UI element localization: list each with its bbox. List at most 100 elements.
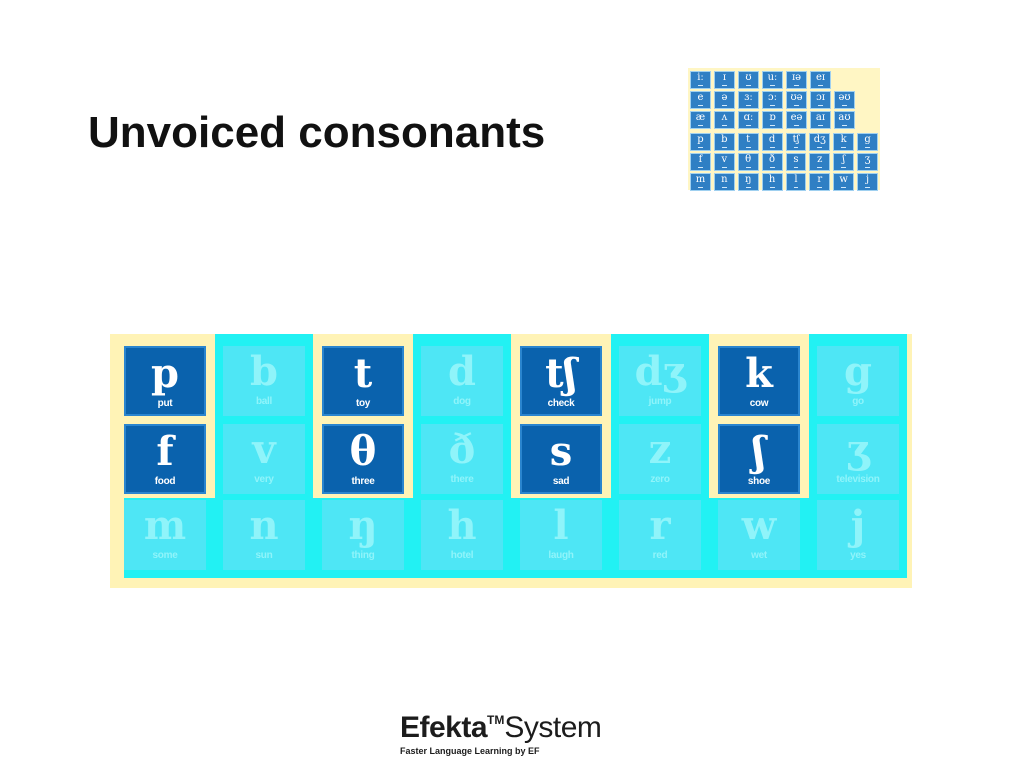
- mini-chart-cell: ɔɪ: [810, 91, 831, 109]
- example-word: ball: [255, 396, 273, 407]
- phoneme-symbol: l: [553, 502, 569, 549]
- example-word: check: [547, 398, 575, 409]
- example-word: jump: [648, 396, 672, 407]
- phoneme-symbol: tʃ: [545, 350, 577, 397]
- mini-chart-cell: r: [809, 173, 831, 191]
- example-word: food: [154, 476, 176, 487]
- mini-chart-cell: ʊ: [738, 71, 759, 89]
- example-word: shoe: [747, 476, 771, 487]
- mini-chart-cell: t: [737, 133, 759, 151]
- example-word: put: [157, 398, 173, 409]
- mini-chart-cell: ɜː: [738, 91, 759, 109]
- mini-chart-cell: ʃ: [833, 153, 855, 171]
- example-word: laugh: [548, 550, 574, 561]
- phoneme-symbol: r: [649, 502, 671, 549]
- mini-chart-cell: ɑː: [738, 111, 759, 129]
- mini-chart-cell: ŋ: [737, 173, 759, 191]
- example-word: hotel: [450, 550, 474, 561]
- mini-chart-cell: l: [785, 173, 807, 191]
- phoneme-symbol: t: [353, 350, 373, 397]
- phoneme-symbol: b: [250, 348, 278, 395]
- mini-chart-cell: v: [713, 153, 735, 171]
- example-word: zero: [650, 474, 670, 485]
- example-word: there: [450, 474, 474, 485]
- mini-chart-cell: əʊ: [834, 91, 855, 109]
- phoneme-symbol: ð: [448, 426, 476, 473]
- mini-chart-cell: ʊə: [786, 91, 807, 109]
- phoneme-symbol: s: [549, 428, 573, 475]
- phoneme-symbol: z: [648, 426, 672, 473]
- mini-chart-cell: p: [690, 133, 711, 151]
- mini-chart-cell: m: [690, 173, 711, 191]
- mini-chart-cell: j: [857, 173, 878, 191]
- mini-chart-cell: æ: [690, 111, 711, 129]
- phoneme-symbol: p: [151, 350, 179, 397]
- mini-chart-cell: ɒ: [762, 111, 783, 129]
- phoneme-symbol: ŋ: [348, 502, 378, 549]
- mini-chart-cell: aʊ: [834, 111, 855, 129]
- example-word: toy: [355, 398, 371, 409]
- mini-chart-cell: tʃ: [785, 133, 807, 151]
- mini-chart-cell: iː: [690, 71, 711, 89]
- mini-chart-cell: b: [713, 133, 735, 151]
- example-word: sun: [255, 550, 273, 561]
- phoneme-symbol: g: [844, 348, 872, 395]
- mini-chart-cell: e: [690, 91, 711, 109]
- example-word: wet: [751, 550, 767, 561]
- mini-chart-cell: n: [713, 173, 735, 191]
- mini-chart-cell: ð: [761, 153, 783, 171]
- mini-chart-cell: k: [833, 133, 855, 151]
- mini-chart-cell: h: [761, 173, 783, 191]
- phoneme-symbol: ʒ: [846, 426, 870, 473]
- mini-chart-cell: ʌ: [714, 111, 735, 129]
- mini-chart-cell: θ: [737, 153, 759, 171]
- phoneme-symbol: n: [249, 502, 279, 549]
- example-word: sad: [552, 476, 570, 487]
- slide-title: Unvoiced consonants: [88, 108, 546, 157]
- phoneme-symbol: d: [448, 348, 476, 395]
- mini-chart-cell: aɪ: [810, 111, 831, 129]
- mini-chart-cell: ɪ: [714, 71, 735, 89]
- example-word: very: [254, 474, 274, 485]
- mini-chart-cell: g: [857, 133, 878, 151]
- example-word: some: [152, 550, 178, 561]
- example-word: dog: [453, 396, 471, 407]
- efekta-system-logo: Efekta TM System Faster Language Learnin…: [400, 712, 640, 757]
- mini-chart-cell: uː: [762, 71, 783, 89]
- mini-chart-cell: dʒ: [809, 133, 831, 151]
- phoneme-symbol: j: [850, 502, 866, 549]
- example-word: three: [351, 476, 375, 487]
- example-word: yes: [850, 550, 866, 561]
